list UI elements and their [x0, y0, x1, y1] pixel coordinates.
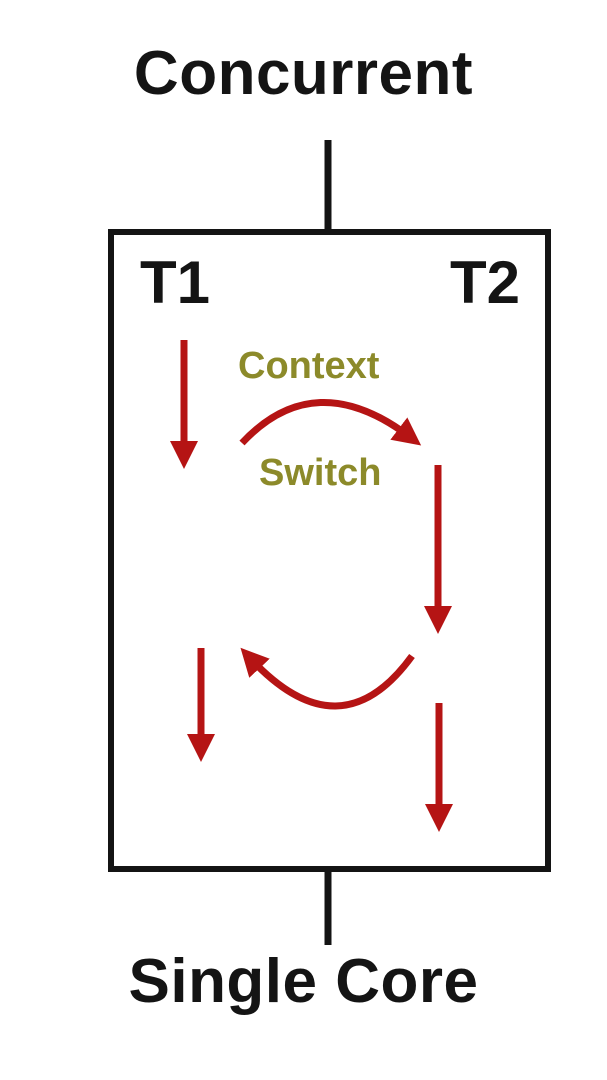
diagram-footer: Single Core — [128, 947, 479, 1016]
switch-label: Switch — [259, 452, 381, 494]
context-switch-arrow-t1-to-t2 — [239, 398, 422, 446]
core-box — [108, 229, 551, 872]
context-switch-arrow-t2-to-t1 — [240, 647, 415, 710]
diagram-title: Concurrent — [133, 39, 474, 108]
thread-label-t2: T2 — [450, 249, 520, 316]
context-label: Context — [238, 345, 380, 387]
thread-label-t1: T1 — [140, 249, 210, 316]
